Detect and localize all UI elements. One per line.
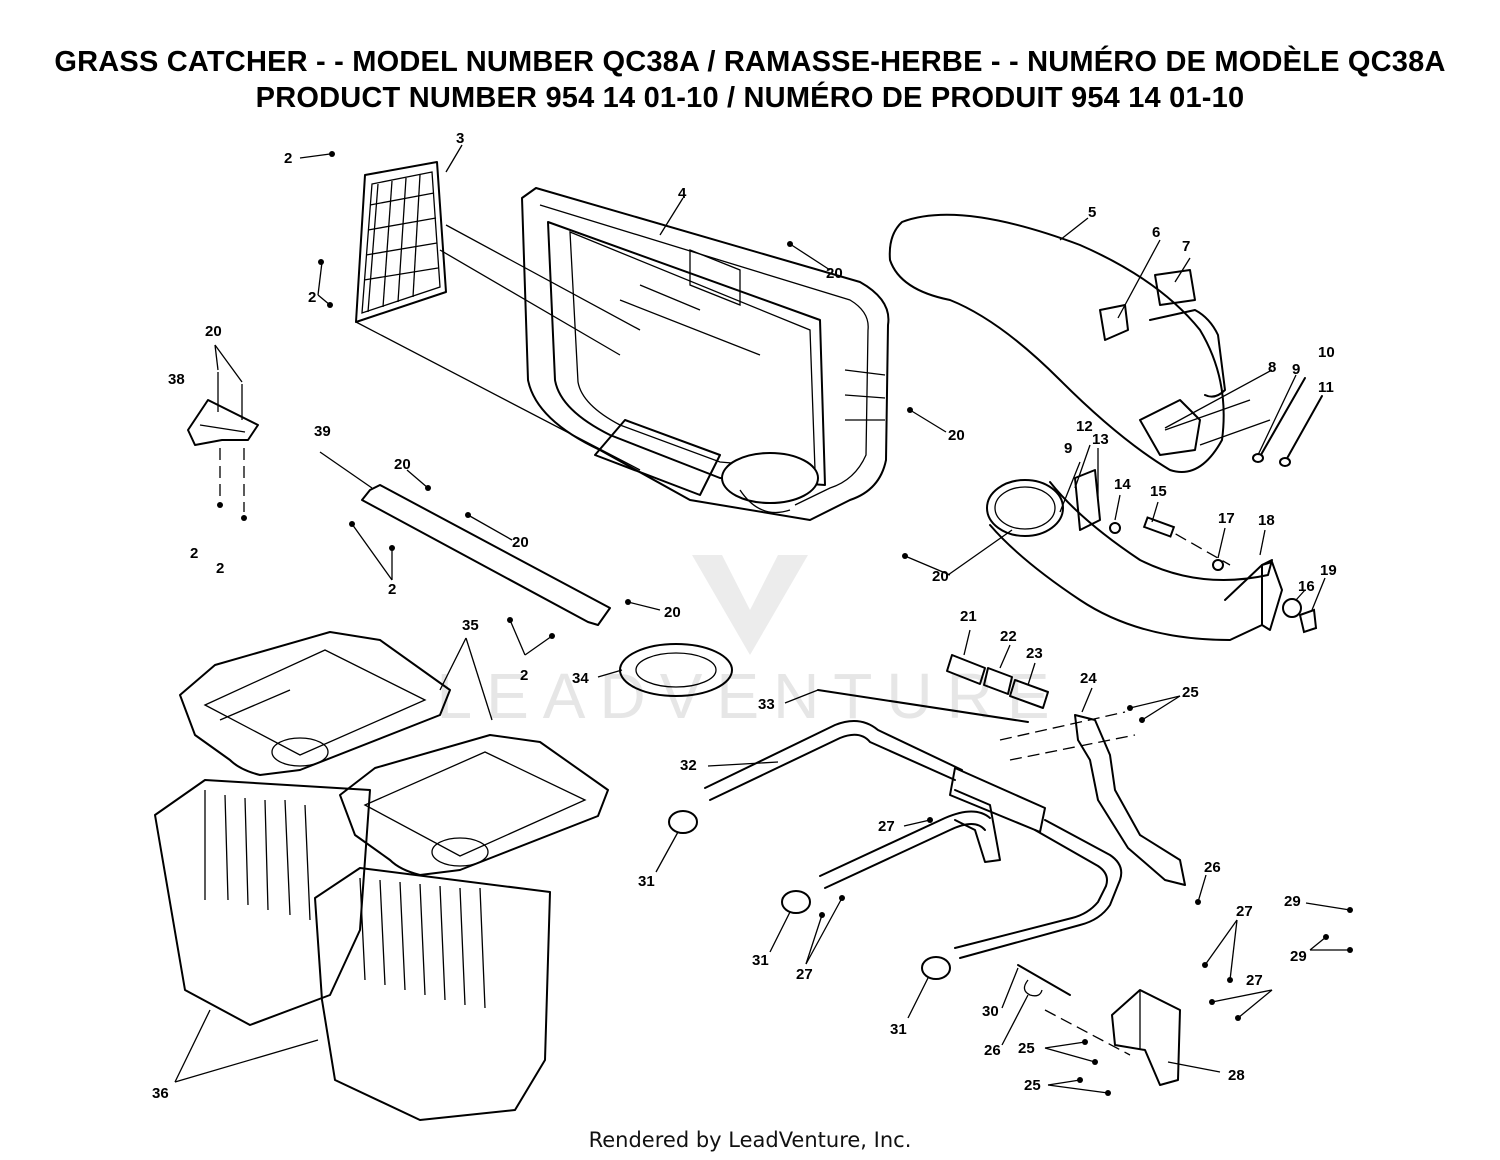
callout-27-right-lower: 27 bbox=[1246, 972, 1263, 989]
callout-2-bracket-left: 2 bbox=[190, 545, 198, 562]
footer-credit: Rendered by LeadVenture, Inc. bbox=[588, 1128, 912, 1152]
callout-3: 3 bbox=[456, 130, 464, 147]
callout-29-lower: 29 bbox=[1290, 948, 1307, 965]
callout-22: 22 bbox=[1000, 628, 1017, 645]
callout-20-chute: 20 bbox=[932, 568, 949, 585]
part-36-bags bbox=[154, 779, 551, 1121]
callout-9-lower: 9 bbox=[1064, 440, 1072, 457]
diagram-title-line2: PRODUCT NUMBER 954 14 01-10 / NUMÉRO DE … bbox=[255, 82, 1245, 114]
callout-21: 21 bbox=[960, 608, 977, 625]
callout-15: 15 bbox=[1150, 483, 1167, 500]
callout-32: 32 bbox=[680, 757, 697, 774]
callout-2-ring: 2 bbox=[520, 667, 528, 684]
callout-20-strip-end: 20 bbox=[664, 604, 681, 621]
callout-2-strip: 2 bbox=[388, 581, 396, 598]
callout-16: 16 bbox=[1298, 578, 1315, 595]
callout-39: 39 bbox=[314, 423, 331, 440]
callout-34: 34 bbox=[572, 670, 589, 687]
part-4-catcher-frame bbox=[521, 187, 890, 521]
part-18-lower-chute bbox=[986, 469, 1318, 641]
part-24-plate bbox=[999, 711, 1186, 886]
callout-4: 4 bbox=[678, 185, 687, 202]
callout-36: 36 bbox=[152, 1085, 169, 1102]
callout-6: 6 bbox=[1152, 224, 1160, 241]
callout-25-middle: 25 bbox=[1018, 1040, 1035, 1057]
callout-24: 24 bbox=[1080, 670, 1097, 687]
callout-25-lower: 25 bbox=[1024, 1077, 1041, 1094]
parts-21-23-rollers bbox=[817, 654, 1049, 723]
part-32-frame bbox=[668, 720, 1123, 980]
callout-12: 12 bbox=[1076, 418, 1093, 435]
callout-27-right-upper: 27 bbox=[1236, 903, 1253, 920]
watermark: LEADVENTURE bbox=[437, 555, 1064, 732]
callout-2-screen: 2 bbox=[308, 289, 316, 306]
callout-8: 8 bbox=[1268, 359, 1276, 376]
parts-10-11-rods bbox=[1252, 377, 1323, 467]
callout-20-strip: 20 bbox=[394, 456, 411, 473]
callout-2: 2 bbox=[284, 150, 292, 167]
callout-20-bracket: 20 bbox=[205, 323, 222, 340]
leader-lines bbox=[214, 144, 1351, 1094]
callout-14: 14 bbox=[1114, 476, 1131, 493]
callout-29-upper: 29 bbox=[1284, 893, 1301, 910]
callout-31-right: 31 bbox=[890, 1021, 907, 1038]
callout-10: 10 bbox=[1318, 344, 1335, 361]
callout-5: 5 bbox=[1088, 204, 1096, 221]
callout-19: 19 bbox=[1320, 562, 1337, 579]
callout-31-middle: 31 bbox=[752, 952, 769, 969]
callout-28: 28 bbox=[1228, 1067, 1245, 1084]
callout-27-lower: 27 bbox=[796, 966, 813, 983]
callout-31-left: 31 bbox=[638, 873, 655, 890]
callout-11: 11 bbox=[1318, 379, 1334, 396]
callout-26-upper: 26 bbox=[1204, 859, 1221, 876]
callout-35: 35 bbox=[462, 617, 479, 634]
part-28-bracket bbox=[1017, 964, 1181, 1086]
callout-38: 38 bbox=[168, 371, 185, 388]
callout-labels: 2 3 4 5 6 7 20 2 20 10 8 9 38 11 20 12 3… bbox=[152, 130, 1337, 1102]
callout-23: 23 bbox=[1026, 645, 1043, 662]
callout-20-side: 20 bbox=[948, 427, 965, 444]
callout-9-upper: 9 bbox=[1292, 361, 1300, 378]
callout-18: 18 bbox=[1258, 512, 1275, 529]
callout-30: 30 bbox=[982, 1003, 999, 1020]
hardware-fasteners bbox=[318, 151, 1353, 1096]
callout-7: 7 bbox=[1182, 238, 1190, 255]
callout-17: 17 bbox=[1218, 510, 1235, 527]
part-5-chute bbox=[888, 213, 1271, 473]
part-3-screen bbox=[355, 161, 641, 471]
callout-33: 33 bbox=[758, 696, 775, 713]
callout-25-top: 25 bbox=[1182, 684, 1199, 701]
part-35-bag-frames bbox=[179, 631, 609, 876]
diagram-title-line1: GRASS CATCHER - - MODEL NUMBER QC38A / R… bbox=[54, 46, 1446, 78]
watermark-logo-icon bbox=[692, 555, 808, 655]
watermark-text: LEADVENTURE bbox=[437, 660, 1064, 732]
callout-13: 13 bbox=[1092, 431, 1109, 448]
part-39-strip bbox=[319, 451, 611, 626]
callout-20-top: 20 bbox=[826, 265, 843, 282]
part-38-bracket bbox=[187, 372, 259, 521]
callout-26-lower: 26 bbox=[984, 1042, 1001, 1059]
callout-27-frame: 27 bbox=[878, 818, 895, 835]
callout-2-bracket-right: 2 bbox=[216, 560, 224, 577]
callout-20-mid: 20 bbox=[512, 534, 529, 551]
